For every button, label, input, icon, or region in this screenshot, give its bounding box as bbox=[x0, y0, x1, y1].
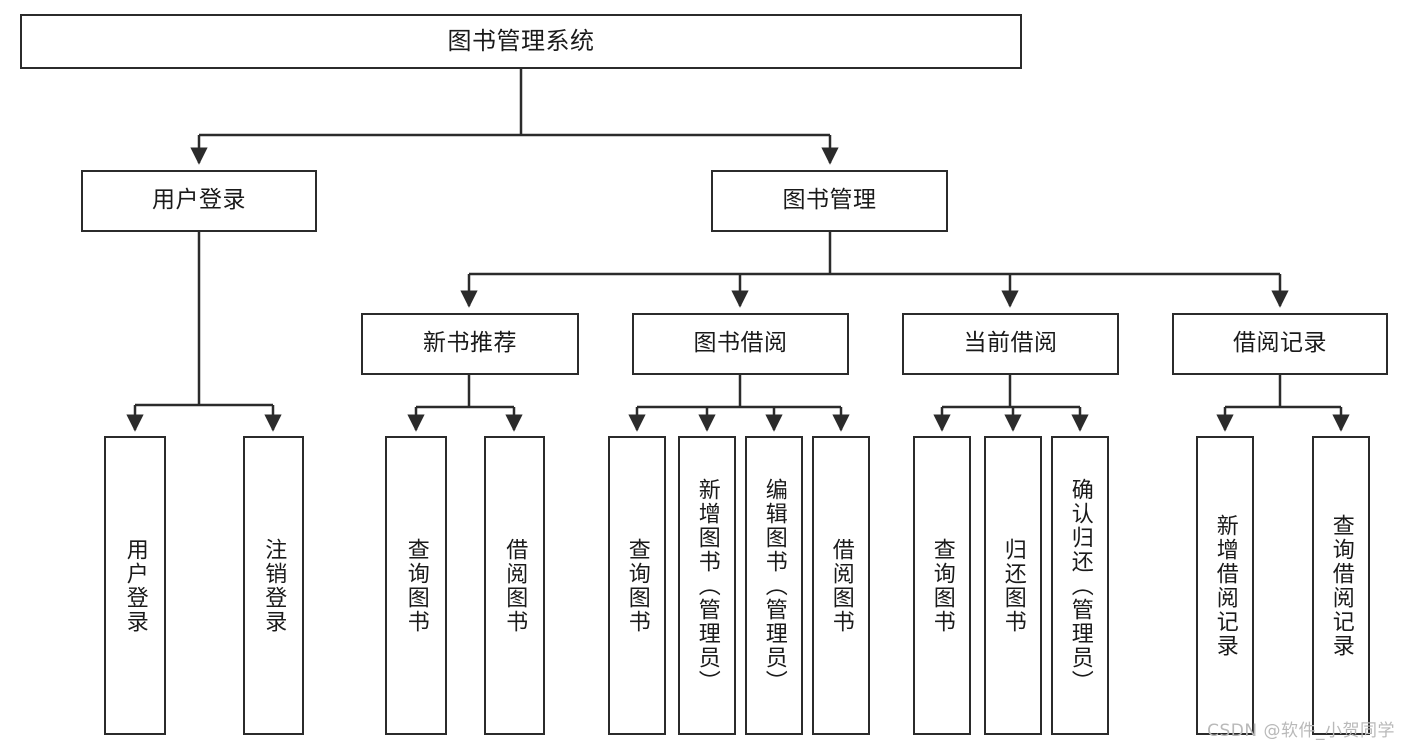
node-book-borrow[interactable]: 图书借阅 bbox=[632, 313, 849, 375]
node-borrow-record[interactable]: 借阅记录 bbox=[1172, 313, 1388, 375]
node-leaf-user-logout[interactable]: 注销登录 bbox=[243, 436, 304, 735]
node-root[interactable]: 图书管理系统 bbox=[20, 14, 1022, 69]
node-leaf-query-record[interactable]: 查询借阅记录 bbox=[1312, 436, 1370, 735]
node-leaf-edit-book[interactable]: 编辑图书（管理员） bbox=[745, 436, 803, 735]
node-leaf-user-login[interactable]: 用户登录 bbox=[104, 436, 166, 735]
node-borrow-record-label: 借阅记录 bbox=[1233, 330, 1327, 357]
node-new-book-rec[interactable]: 新书推荐 bbox=[361, 313, 579, 375]
node-leaf-confirm-return[interactable]: 确认归还（管理员） bbox=[1051, 436, 1109, 735]
watermark: CSDN @软件_小贺同学 bbox=[1207, 721, 1395, 741]
node-leaf-add-record[interactable]: 新增借阅记录 bbox=[1196, 436, 1254, 735]
node-user-login-label: 用户登录 bbox=[152, 187, 246, 214]
node-leaf-query-book-2[interactable]: 查询图书 bbox=[608, 436, 666, 735]
node-current-borrow-label: 当前借阅 bbox=[963, 330, 1058, 357]
node-leaf-query-book-1[interactable]: 查询图书 bbox=[385, 436, 447, 735]
node-new-book-rec-label: 新书推荐 bbox=[423, 330, 517, 357]
node-current-borrow[interactable]: 当前借阅 bbox=[902, 313, 1119, 375]
node-leaf-add-book[interactable]: 新增图书（管理员） bbox=[678, 436, 736, 735]
node-root-label: 图书管理系统 bbox=[447, 27, 595, 56]
node-book-manage[interactable]: 图书管理 bbox=[711, 170, 948, 232]
node-book-manage-label: 图书管理 bbox=[782, 187, 877, 214]
node-leaf-query-book-3[interactable]: 查询图书 bbox=[913, 436, 971, 735]
node-leaf-borrow-book-2[interactable]: 借阅图书 bbox=[812, 436, 870, 735]
node-book-borrow-label: 图书借阅 bbox=[693, 330, 788, 357]
node-leaf-return-book[interactable]: 归还图书 bbox=[984, 436, 1042, 735]
node-user-login[interactable]: 用户登录 bbox=[81, 170, 317, 232]
node-leaf-borrow-book-1[interactable]: 借阅图书 bbox=[484, 436, 545, 735]
